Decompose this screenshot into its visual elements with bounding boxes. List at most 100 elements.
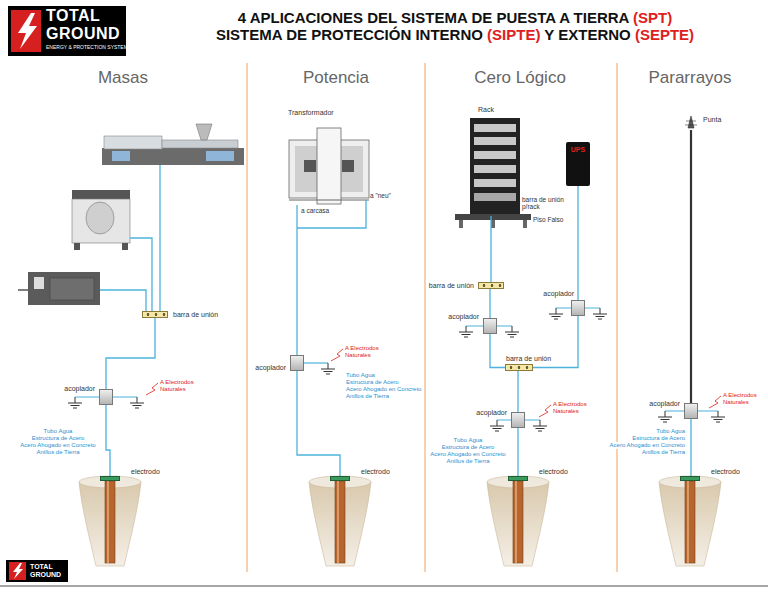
ground-conductor [490, 334, 505, 368]
ground-conductor [690, 419, 691, 476]
logo-bottom [6, 560, 68, 582]
soil-electrode [487, 476, 549, 566]
natural-electrode-arrow [146, 383, 158, 395]
logo-text: TOTAL [46, 7, 100, 25]
ground-symbol [711, 411, 725, 422]
ground-symbol [459, 326, 473, 337]
logo-top [18, 13, 37, 49]
coupler: acoplador [99, 389, 113, 405]
raised-floor [455, 214, 531, 228]
node-label: acoplador [64, 385, 95, 393]
electrode-list-item: Anillos de Tierra [641, 449, 686, 456]
equipment-wire [159, 165, 160, 311]
electrode-list-item: Estructura de Acero [31, 435, 86, 442]
column-heading: Cero Lógico [474, 68, 566, 88]
rack [474, 124, 516, 132]
lightning-rod-tip [685, 125, 697, 126]
node-label: Punta [703, 116, 721, 124]
equipment-wire [100, 290, 146, 311]
lightning-rod-tip [688, 116, 694, 128]
title-part: 4 APLICACIONES DEL SISTEMA DE PUESTA A T… [238, 9, 633, 26]
transformer [317, 128, 341, 204]
node-label: Transformador [288, 109, 334, 117]
transformer [289, 200, 369, 201]
electrode: electrodo [100, 476, 120, 481]
natural-electrode-arrow [539, 405, 551, 417]
part-label: Piso Falso [533, 216, 563, 223]
column-divider [247, 63, 248, 572]
rack [470, 118, 520, 214]
natural-electrode-note: A Electrodos Naturales [345, 345, 385, 359]
ground-conductor [489, 289, 490, 318]
ground-symbol [130, 397, 144, 408]
logo-text: TOTAL [30, 563, 53, 571]
electrode-list-item: Anillos de Tierra [35, 449, 80, 456]
electrode-list-item: Estructura de Acero [345, 379, 400, 386]
injection-machine [112, 151, 130, 161]
natural-electrode-note: A Electrodos Naturales [723, 392, 763, 406]
bus-bar: barra de unión [142, 311, 168, 318]
lightning-rod-tip [685, 116, 697, 128]
rack: Rack [466, 104, 524, 216]
equipment-wire [130, 238, 152, 311]
electrode-list-item: Anillos de Tierra [445, 458, 490, 465]
soil-electrode [79, 476, 721, 566]
title-text: 4 APLICACIONES DEL SISTEMA DE PUESTA A T… [150, 9, 760, 43]
logo-tagline: ENERGY & PROTECTION SYSTEM [46, 45, 128, 51]
soil-electrode [659, 476, 721, 566]
node-label: acoplador [543, 290, 574, 298]
ground-symbol [68, 397, 82, 408]
ground-conductor [106, 318, 155, 389]
logo-bottom [13, 563, 23, 579]
column-heading: Masas [98, 68, 148, 88]
ground-symbol [321, 363, 335, 374]
electrode-list-item: Tubo Agua [453, 437, 484, 444]
ground-conductor [490, 216, 491, 282]
ground-conductor [297, 371, 340, 476]
electrode-list-item: Acero Ahogado en Concreto [429, 451, 506, 458]
rack [474, 179, 516, 187]
part-label: a "neu" [370, 192, 391, 199]
electrode-list-item: Estructura de Acero [441, 444, 496, 451]
node-label: Rack [478, 106, 494, 114]
ups: UPS [566, 142, 590, 186]
node-label: acoplador [255, 364, 286, 372]
transformer [289, 128, 369, 204]
electrode-list-item: Acero Ahogado en Concreto [609, 442, 686, 449]
natural-electrode-arrow [331, 349, 343, 361]
column-heading: Potencia [303, 68, 369, 88]
coupler: acoplador [684, 403, 698, 419]
logo-text: GROUND [30, 571, 61, 579]
coupler: acoplador [511, 412, 525, 428]
ground-symbol [68, 308, 725, 431]
mixer-machine [72, 190, 130, 199]
column-divider [425, 63, 426, 572]
title-part: (SPT) [633, 9, 672, 26]
node-label: barra de unión [506, 355, 551, 363]
transformer: Transformador [285, 109, 373, 205]
electrical-cabinet [50, 278, 94, 300]
ground-symbol [549, 308, 563, 319]
natural-electrode-note: A Electrodos Naturales [160, 379, 200, 393]
electrode: electrodo [330, 476, 350, 481]
soil-electrode [79, 476, 141, 566]
natural-electrode-arrow [709, 396, 721, 408]
ground-conductor [517, 371, 518, 412]
coupler: acoplador [483, 318, 497, 334]
raised-floor [455, 214, 531, 220]
lightning-mast [690, 130, 692, 403]
electrode-list-item: Acero Ahogado en Concreto [19, 442, 96, 449]
ground-conductor [577, 186, 578, 300]
electrode-list-item: Tubo Agua [655, 428, 686, 435]
lightning-rod-tip [686, 121, 696, 122]
logo-text: GROUND [46, 25, 120, 43]
injection-machine [162, 140, 238, 148]
raised-floor [523, 220, 527, 228]
rack [474, 151, 516, 159]
ground-wire [75, 308, 718, 420]
title-part: Y EXTERNO [540, 26, 634, 43]
coupler: acoplador [571, 300, 585, 316]
bus-bar: barra de unión [478, 282, 504, 289]
title-line: 4 APLICACIONES DEL SISTEMA DE PUESTA A T… [150, 9, 760, 26]
